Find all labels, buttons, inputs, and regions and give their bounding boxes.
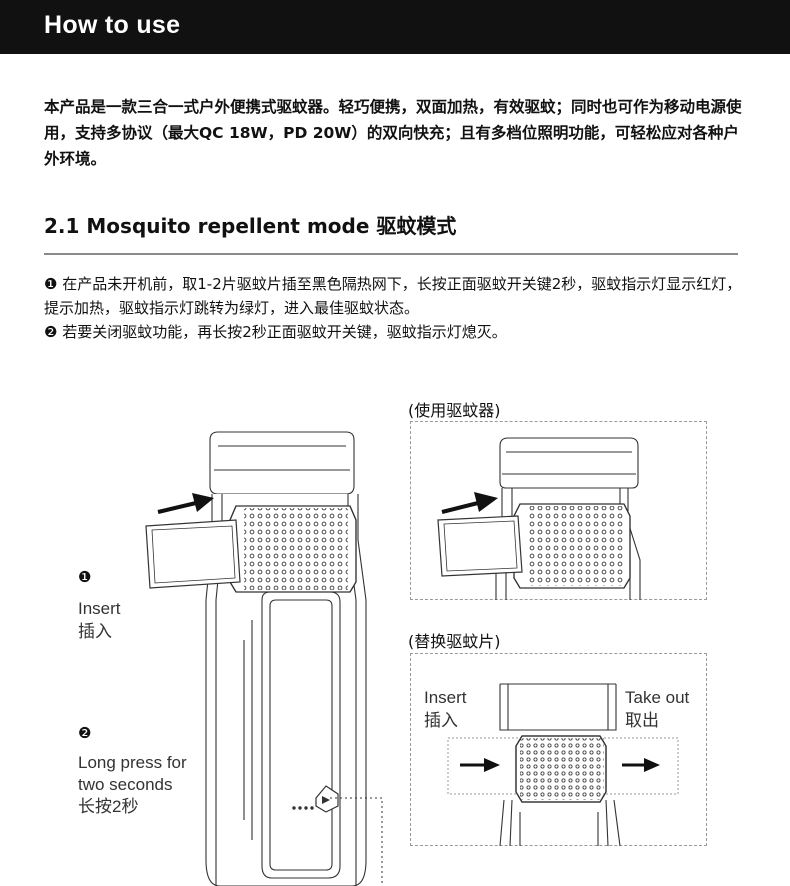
callout-2-label-en-2: two seconds [78, 775, 173, 794]
step-1-number: ❶ [44, 275, 58, 293]
replace-insert-label-en: Insert [424, 688, 467, 707]
replace-insert-arrow-icon [460, 758, 500, 772]
page-title: How to use [44, 11, 181, 39]
replace-figure-frame [410, 653, 707, 846]
intro-paragraph: 本产品是一款三合一式户外便携式驱蚊器。轻巧便携，双面加热，有效驱蚊；同时也可作为… [44, 98, 742, 168]
callout-2-label-zh: 长按2秒 [78, 797, 139, 816]
callout-1-label-en: Insert [78, 599, 121, 618]
use-figure-frame [410, 421, 707, 600]
replace-takeout-label-zh: 取出 [625, 711, 659, 730]
replace-insert-label-zh: 插入 [424, 711, 458, 730]
use-insert-arrow-icon [441, 492, 498, 514]
use-figure-caption: (使用驱蚊器) [408, 401, 501, 420]
callout-2-label-en-1: Long press for [78, 753, 187, 772]
repellent-tablet [145, 519, 241, 589]
insert-arrow-icon [157, 493, 214, 514]
step-2: ❷ 若要关闭驱蚊功能，再长按2秒正面驱蚊开关键，驱蚊指示灯熄灭。 [44, 320, 754, 344]
section-divider [44, 253, 738, 255]
header-bar: How to use [0, 0, 790, 54]
step-2-number: ❷ [44, 323, 58, 341]
callout-2-number: ❷ [78, 724, 92, 742]
callout-1-label-zh: 插入 [78, 622, 112, 641]
replace-takeout-label-en: Take out [625, 688, 690, 707]
replace-figure-caption: (替换驱蚊片) [408, 632, 501, 651]
indicator-leds [292, 806, 314, 810]
replace-takeout-arrow-icon [622, 758, 660, 772]
section-title: 2.1 Mosquito repellent mode 驱蚊模式 [44, 214, 457, 238]
repellent-switch-button [315, 785, 339, 813]
step-1-text: 在产品未开机前，取1-2片驱蚊片插至黑色隔热网下，长按正面驱蚊开关键2秒，驱蚊指… [44, 275, 742, 317]
callout-1-number: ❶ [78, 568, 92, 586]
step-1: ❶ 在产品未开机前，取1-2片驱蚊片插至黑色隔热网下，长按正面驱蚊开关键2秒，驱… [44, 272, 754, 320]
step-2-text: 若要关闭驱蚊功能，再长按2秒正面驱蚊开关键，驱蚊指示灯熄灭。 [62, 323, 507, 341]
